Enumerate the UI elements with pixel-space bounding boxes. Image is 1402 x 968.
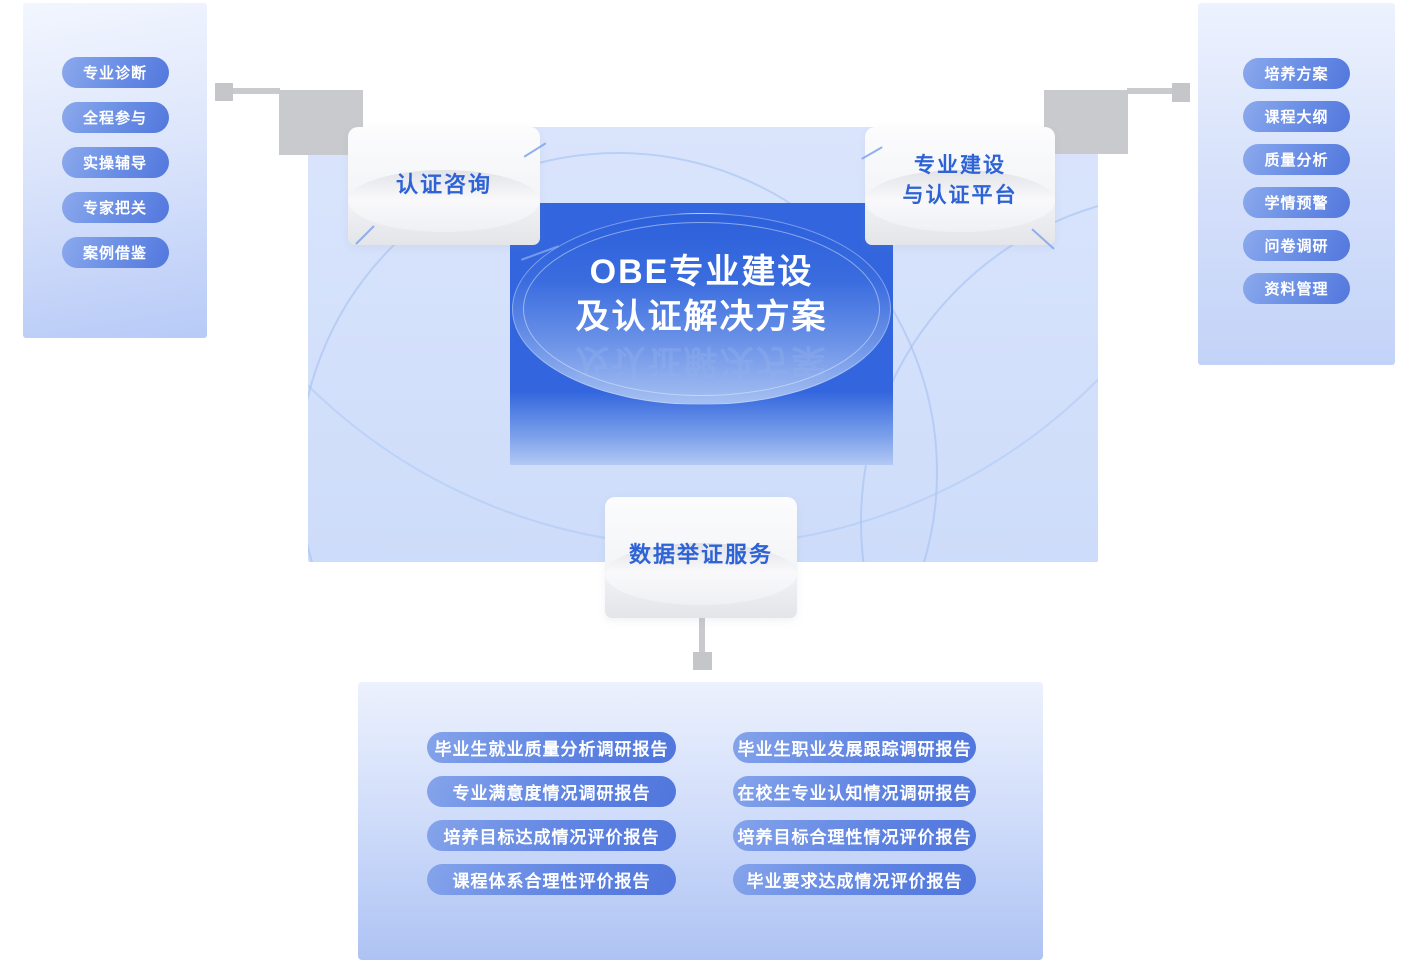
platform-label: 专业建设 与认证平台: [865, 151, 1055, 211]
platform-module-pill: 资料管理: [1243, 273, 1350, 304]
report-pill: 专业满意度情况调研报告: [427, 776, 676, 807]
platform-module-label: 问卷调研: [1264, 238, 1329, 255]
consulting-service-label: 专业诊断: [82, 65, 147, 82]
report-pill: 毕业生职业发展跟踪调研报告: [733, 732, 976, 763]
report-pill: 在校生专业认知情况调研报告: [733, 776, 976, 807]
ellipse-inner-ring: [523, 222, 880, 396]
connector-bottom-line: [699, 617, 705, 655]
solution-title-reflection: OBE专业建设 及认证解决方案: [575, 342, 828, 425]
pedestal-rim: [605, 543, 797, 605]
reports-column-right: 毕业生职业发展跟踪调研报告 在校生专业认知情况调研报告 培养目标合理性情况评价报…: [733, 732, 976, 895]
report-label: 培养目标达成情况评价报告: [443, 828, 660, 847]
certification-consulting-label: 认证咨询: [395, 172, 492, 197]
report-pill: 毕业要求达成情况评价报告: [733, 864, 976, 895]
connector-bottom-square: [693, 652, 712, 670]
reports-panel: 毕业生就业质量分析调研报告 专业满意度情况调研报告 培养目标达成情况评价报告 课…: [358, 682, 1043, 960]
report-pill: 毕业生就业质量分析调研报告: [427, 732, 676, 763]
connector-left-line: [233, 88, 280, 94]
platform-label-line2: 与认证平台: [902, 184, 1018, 207]
report-label: 毕业生职业发展跟踪调研报告: [737, 740, 972, 759]
report-label: 培养目标合理性情况评价报告: [737, 828, 972, 847]
report-label: 毕业生就业质量分析调研报告: [434, 740, 669, 759]
consulting-service-pill: 专业诊断: [61, 57, 169, 88]
consulting-service-label: 案例借鉴: [82, 245, 147, 262]
report-label: 在校生专业认知情况调研报告: [737, 784, 972, 803]
report-label: 毕业要求达成情况评价报告: [746, 872, 963, 891]
consulting-service-label: 专家把关: [82, 200, 147, 217]
consulting-service-pill: 案例借鉴: [61, 237, 169, 268]
report-pill: 培养目标合理性情况评价报告: [733, 820, 976, 851]
consulting-service-pill: 全程参与: [61, 102, 169, 133]
report-label: 专业满意度情况调研报告: [452, 784, 651, 803]
platform-modules-panel: 培养方案 课程大纲 质量分析 学情预警 问卷调研 资料管理: [1198, 3, 1395, 365]
report-label: 课程体系合理性评价报告: [452, 872, 651, 891]
solution-ellipse: OBE专业建设 及认证解决方案 OBE专业建设 及认证解决方案: [512, 213, 891, 425]
consulting-service-label: 实操辅导: [82, 155, 147, 172]
data-service-label: 数据举证服务: [628, 542, 773, 567]
reports-column-left: 毕业生就业质量分析调研报告 专业满意度情况调研报告 培养目标达成情况评价报告 课…: [427, 732, 676, 895]
platform-module-label: 培养方案: [1264, 66, 1329, 83]
pedestal-rim: [348, 170, 540, 232]
platform-pedestal: 专业建设 与认证平台: [865, 127, 1055, 245]
consulting-service-label: 全程参与: [82, 110, 147, 127]
connector-right-big-square: [1044, 90, 1128, 154]
solution-title-line2: 及认证解决方案: [575, 298, 828, 336]
connector-right-small-square: [1172, 83, 1190, 102]
consulting-pill-list: 专业诊断 全程参与 实操辅导 专家把关 案例借鉴: [23, 57, 207, 268]
platform-module-label: 课程大纲: [1264, 109, 1329, 126]
platform-module-pill: 质量分析: [1243, 144, 1350, 175]
platform-module-label: 质量分析: [1264, 152, 1329, 169]
consulting-service-pill: 实操辅导: [61, 147, 169, 178]
platform-module-pill: 课程大纲: [1243, 101, 1350, 132]
data-service-pedestal: 数据举证服务: [605, 497, 797, 618]
platform-label-line1: 专业建设: [914, 154, 1006, 177]
platform-module-pill: 学情预警: [1243, 187, 1350, 218]
consulting-services-panel: 专业诊断 全程参与 实操辅导 专家把关 案例借鉴: [23, 3, 207, 338]
report-pill: 课程体系合理性评价报告: [427, 864, 676, 895]
connector-right-line: [1127, 88, 1173, 94]
pedestal-rim: [865, 170, 1055, 232]
platform-module-pill: 培养方案: [1243, 58, 1350, 89]
platform-module-pill: 问卷调研: [1243, 230, 1350, 261]
solution-title-line1: OBE专业建设: [589, 253, 814, 291]
solution-title: OBE专业建设 及认证解决方案: [513, 250, 890, 340]
report-pill: 培养目标达成情况评价报告: [427, 820, 676, 851]
connector-left-small-square: [215, 83, 233, 101]
platform-pill-list: 培养方案 课程大纲 质量分析 学情预警 问卷调研 资料管理: [1198, 58, 1395, 304]
consulting-service-pill: 专家把关: [61, 192, 169, 223]
platform-module-label: 学情预警: [1264, 195, 1329, 212]
certification-consulting-pedestal: 认证咨询: [348, 127, 540, 245]
platform-module-label: 资料管理: [1264, 281, 1329, 298]
